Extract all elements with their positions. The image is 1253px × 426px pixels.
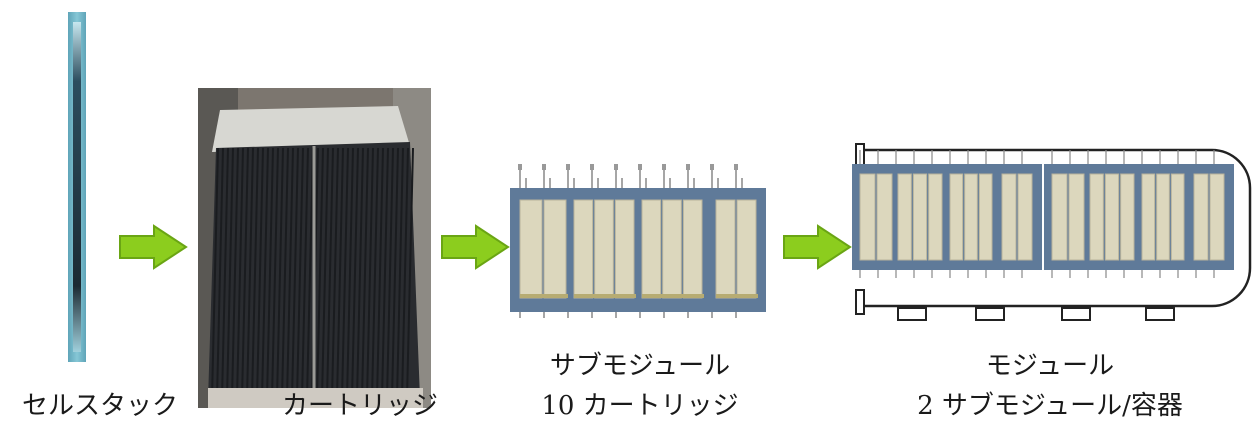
arrow-icon-1: [119, 224, 188, 270]
label-module: モジュール 2 サブモジュール/容器: [870, 346, 1230, 426]
cartridge-photo-drawing: [198, 88, 431, 408]
submodule-cartridges: [519, 199, 758, 299]
label-submodule-line2: 10 カートリッジ: [541, 391, 739, 421]
submodule-top-connectors: [518, 164, 743, 188]
vessel-supports: [897, 307, 1175, 321]
cell-stack-tube: [73, 22, 81, 352]
label-module-line2: 2 サブモジュール/容器: [917, 391, 1183, 421]
label-cell-stack-line1: セルスタック: [21, 391, 178, 421]
submodule-diagram: [510, 164, 766, 318]
cartridge-fins: [211, 147, 414, 399]
label-submodule-line1: サブモジュール: [549, 351, 731, 381]
label-submodule: サブモジュール 10 カートリッジ: [520, 346, 760, 426]
module-submodule-left: [852, 150, 1042, 278]
cell-stack-photo: [68, 12, 86, 362]
label-cartridge-line1: カートリッジ: [281, 391, 438, 421]
module-vessel-diagram: [852, 143, 1252, 321]
arrow-icon-3: [783, 224, 852, 270]
submodule-bottom-connectors: [519, 312, 737, 318]
label-cartridge: カートリッジ: [250, 386, 470, 426]
cartridge-photo: [198, 88, 431, 408]
label-module-line1: モジュール: [985, 351, 1115, 381]
module-submodule-right: [1044, 150, 1234, 278]
arrow-icon-2: [441, 224, 510, 270]
label-cell-stack: セルスタック: [0, 386, 200, 426]
